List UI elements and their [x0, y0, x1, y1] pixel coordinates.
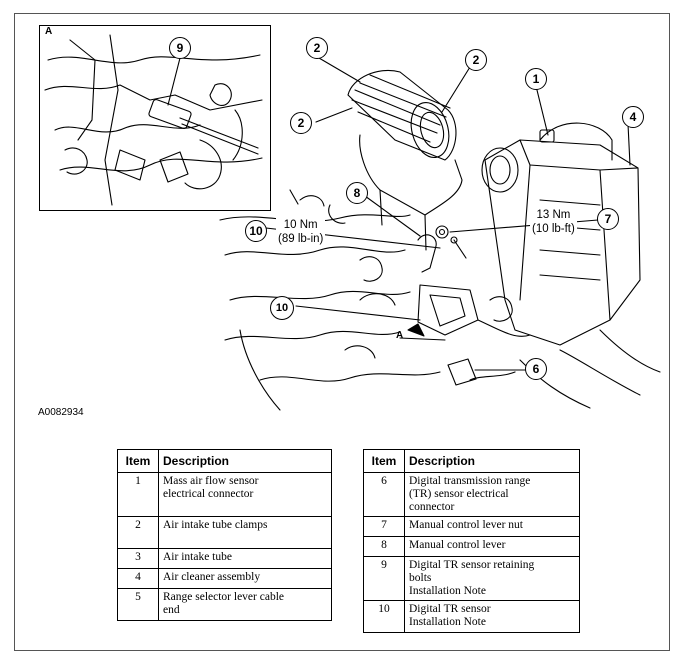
description-line: bolts: [409, 572, 432, 584]
figure-id: A0082934: [38, 407, 84, 418]
description-line: Digital TR sensor retaining: [409, 559, 535, 571]
item-description: Air cleaner assembly: [158, 568, 332, 589]
item-number: 6: [363, 472, 405, 517]
description-line: Digital TR sensor: [409, 603, 491, 615]
callout-10: 10: [270, 296, 294, 320]
item-number: 7: [363, 516, 405, 537]
item-number: 2: [117, 516, 159, 549]
inset-detail-frame: [39, 25, 271, 211]
table-row: 4 Air cleaner assembly: [117, 568, 332, 589]
inset-label: A: [45, 26, 53, 37]
item-number: 4: [117, 568, 159, 589]
description-line: Manual control lever: [409, 539, 506, 551]
callout-2-left: 2: [290, 112, 312, 134]
callout-4: 4: [622, 106, 644, 128]
column-header-item: Item: [363, 449, 405, 473]
callout-3: 2: [306, 37, 328, 59]
item-number: 10: [363, 600, 405, 633]
description-line: end: [163, 604, 180, 616]
description-line: (TR) sensor electrical: [409, 488, 509, 500]
table-row: 8 Manual control lever: [363, 536, 580, 557]
description-line: Mass air flow sensor: [163, 475, 259, 487]
torque-imperial: (89 lb-in): [278, 233, 324, 245]
description-line: connector: [409, 501, 455, 513]
callout-2-top: 2: [465, 49, 487, 71]
item-number: 5: [117, 588, 159, 621]
torque-metric: 10 Nm: [283, 219, 318, 231]
torque-spec-lever-nut: 13 Nm (10 lb-ft): [530, 208, 577, 236]
description-line: Installation Note: [409, 616, 486, 628]
callout-6: 6: [525, 358, 547, 380]
description-line: electrical connector: [163, 488, 254, 500]
column-header-description: Description: [404, 449, 580, 473]
item-number: 9: [363, 556, 405, 601]
item-description: Manual control lever nut: [404, 516, 580, 537]
column-header-item: Item: [117, 449, 159, 473]
description-line: Manual control lever nut: [409, 519, 524, 531]
item-description: Manual control lever: [404, 536, 580, 557]
view-arrow-label: A: [396, 330, 404, 341]
table-row: 2 Air intake tube clamps: [117, 516, 332, 549]
item-description: Air intake tube clamps: [158, 516, 332, 549]
torque-imperial: (10 lb-ft): [532, 223, 575, 235]
callout-1: 1: [525, 68, 547, 90]
callout-7: 7: [597, 208, 619, 230]
item-number: 1: [117, 472, 159, 517]
item-description: Digital transmission range(TR) sensor el…: [404, 472, 580, 517]
page-frame: [14, 13, 670, 651]
torque-spec-tr-bolts: 10 Nm (89 lb-in): [276, 218, 326, 246]
description-line: Digital transmission range: [409, 475, 531, 487]
callout-9: 10: [245, 220, 267, 242]
callout-8: 8: [346, 182, 368, 204]
description-line: Air intake tube: [163, 551, 232, 563]
table-row: 3 Air intake tube: [117, 548, 332, 569]
table-row: 7 Manual control lever nut: [363, 516, 580, 537]
description-line: Range selector lever cable: [163, 591, 285, 603]
column-header-description: Description: [158, 449, 332, 473]
item-number: 3: [117, 548, 159, 569]
torque-metric: 13 Nm: [536, 209, 571, 221]
description-line: Installation Note: [409, 585, 486, 597]
callout-5: 9: [169, 37, 191, 59]
item-description: Air intake tube: [158, 548, 332, 569]
description-line: Air intake tube clamps: [163, 519, 268, 531]
description-line: Air cleaner assembly: [163, 571, 261, 583]
item-number: 8: [363, 536, 405, 557]
exploded-view-illustration: [44, 34, 661, 411]
